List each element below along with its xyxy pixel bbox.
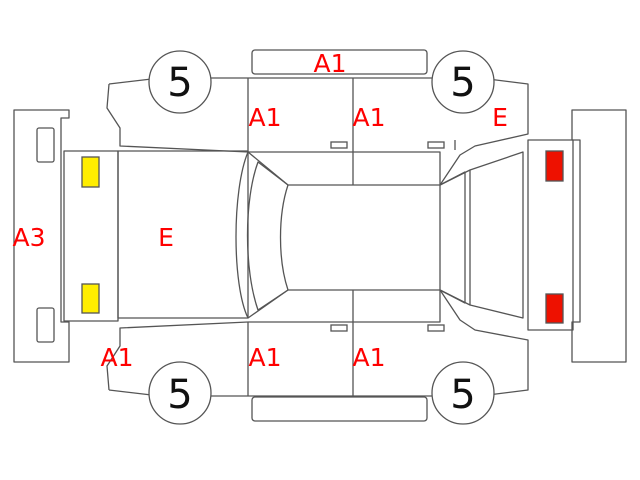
rear-bumper	[527, 109, 627, 363]
mark-left-rear-fender: E	[492, 103, 508, 132]
mark-roof-top: A1	[313, 49, 346, 78]
mark-hood: E	[158, 223, 174, 252]
mark-right-front-door: A1	[248, 343, 281, 372]
wheel-label-rear-bottom: 5	[450, 372, 475, 418]
body-outline	[63, 77, 529, 397]
front-lamp-bottom	[81, 283, 100, 314]
mark-front-bumper: A3	[12, 223, 45, 252]
wheel-front-top	[148, 50, 212, 114]
wheel-front-bottom	[148, 361, 212, 425]
wheel-label-rear-top: 5	[450, 60, 475, 106]
mark-left-rear-door: A1	[352, 103, 385, 132]
wheel-label-front-top: 5	[167, 60, 192, 106]
wheel-label-front-bottom: 5	[167, 372, 192, 418]
front-bumper	[13, 109, 70, 363]
rear-lamp-top	[545, 150, 564, 182]
front-lamp-top	[81, 156, 100, 188]
mark-right-front-fender: A1	[100, 343, 133, 372]
wheel-rear-top	[431, 50, 495, 114]
mark-right-rear-door: A1	[352, 343, 385, 372]
mark-left-front-door: A1	[248, 103, 281, 132]
roof-strip-bottom	[251, 396, 428, 422]
roof-strip-top	[251, 49, 428, 75]
cabin	[235, 151, 524, 319]
wheel-rear-bottom	[431, 361, 495, 425]
rear-lamp-bottom	[545, 293, 564, 324]
